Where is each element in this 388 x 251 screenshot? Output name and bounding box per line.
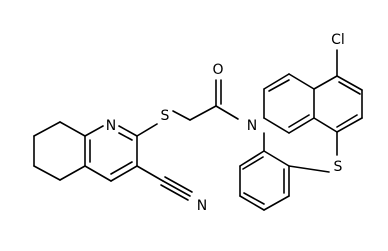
bond	[59, 165, 86, 181]
bond	[110, 165, 138, 182]
bond	[263, 73, 290, 90]
bond-triple	[164, 176, 193, 193]
bond	[288, 73, 315, 90]
bond	[215, 105, 239, 120]
bond	[313, 117, 338, 133]
atom-label-n-quinoline: N	[106, 118, 116, 134]
atom-label-n-phenothiazine: N	[247, 118, 257, 134]
bond	[33, 121, 61, 137]
bond	[59, 121, 86, 137]
bond	[84, 125, 104, 137]
bond	[313, 75, 338, 90]
bond	[288, 165, 330, 173]
bond	[118, 125, 138, 137]
atom-label-s-thioether: S	[161, 108, 170, 124]
atom-label-o-carbonyl: O	[212, 62, 223, 78]
bonds	[33, 49, 363, 211]
bond	[239, 150, 265, 167]
bond-double	[336, 114, 358, 128]
bond	[84, 165, 112, 182]
atom-label-cl: Cl	[331, 32, 345, 48]
bond	[263, 195, 290, 211]
bond	[136, 123, 158, 137]
bond-double	[288, 114, 310, 128]
bond	[263, 117, 290, 134]
bond	[33, 165, 61, 181]
bond	[336, 75, 363, 91]
bond	[136, 165, 164, 182]
atom-label-s-phenothiazine: S	[334, 159, 343, 175]
bond	[336, 117, 363, 133]
bond-double	[268, 79, 290, 92]
bond	[288, 117, 315, 134]
bond-triple	[160, 184, 189, 201]
bond-double	[243, 192, 265, 205]
bond	[172, 110, 191, 121]
bond	[189, 105, 217, 121]
bond-double	[110, 161, 133, 175]
bond	[239, 195, 265, 211]
bond-double	[242, 156, 264, 170]
bond-double	[118, 132, 133, 141]
bond-triple	[162, 180, 191, 197]
bond	[263, 150, 290, 167]
atom-label-n-nitrile: N	[197, 198, 207, 214]
bond-double	[338, 81, 361, 95]
